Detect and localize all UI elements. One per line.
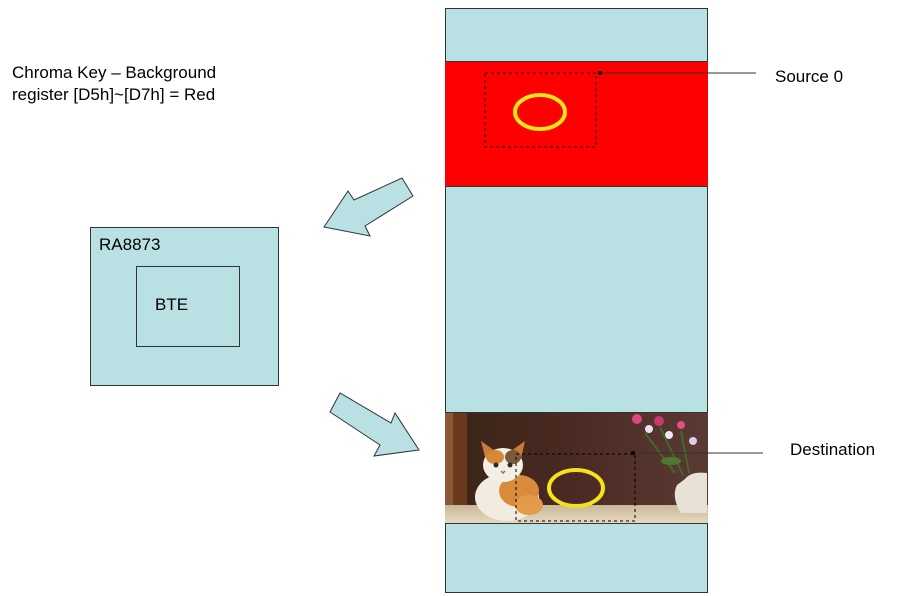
chroma-key-line-2: register [D5h]~[D7h] = Red (12, 85, 216, 104)
source-leader-dot (598, 71, 602, 75)
source-label: Source 0 (775, 67, 844, 86)
arrow-to-chip (323, 177, 414, 237)
source-dashed-frame (484, 72, 597, 148)
bte-label: BTE (155, 295, 189, 314)
bte-box: BTE (136, 266, 240, 347)
destination-leader-dot (631, 451, 635, 455)
destination-image (445, 412, 708, 524)
kitten-photo (445, 413, 708, 523)
destination-label: Destination (790, 440, 876, 459)
source-block (445, 61, 708, 187)
chroma-key-line-1: Chroma Key – Background (12, 63, 217, 82)
chip-label: RA8873 (99, 235, 161, 254)
source-yellow-ring (513, 93, 567, 131)
arrow-to-destination (329, 392, 420, 457)
